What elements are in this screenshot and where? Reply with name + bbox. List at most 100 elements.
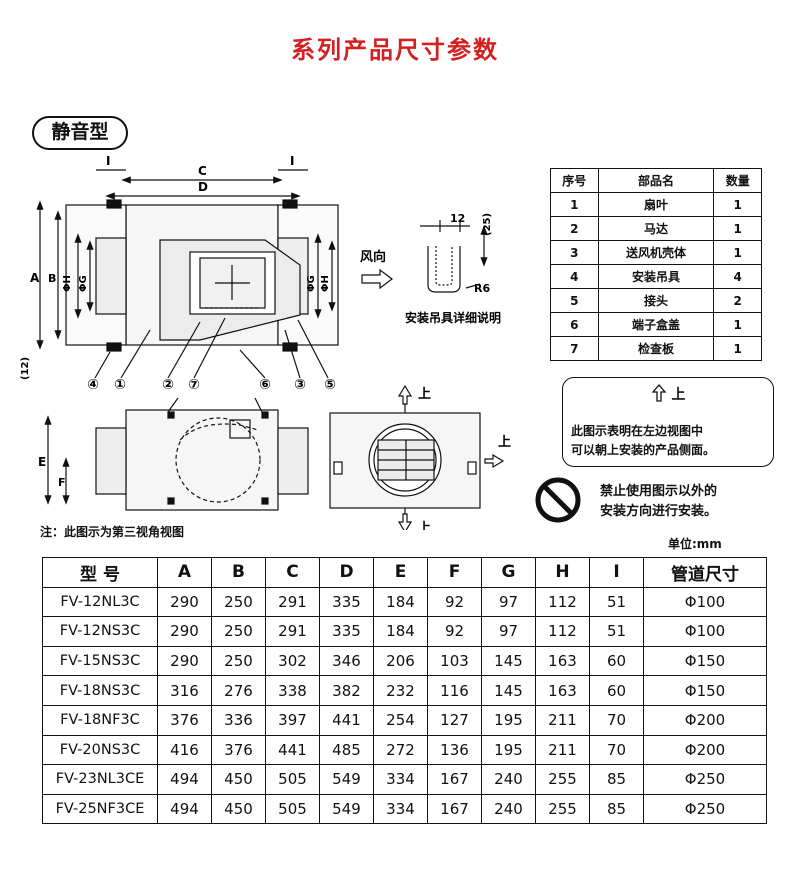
dimension-cell: 290	[157, 616, 212, 647]
pipe-size-cell: Φ250	[643, 793, 767, 825]
dimension-cell: 441	[265, 734, 320, 766]
dim-a-label: A	[30, 271, 40, 285]
parts-cell: 接头	[597, 288, 715, 313]
pipe-size-cell: Φ150	[643, 645, 767, 677]
dimension-cell: 316	[157, 675, 212, 706]
dimension-cell: 505	[265, 793, 320, 825]
dim-phi-g-left: ΦG	[78, 275, 89, 292]
parts-cell: 1	[713, 216, 762, 241]
parts-cell: 7	[550, 336, 599, 361]
dim-f-label: F	[58, 476, 66, 489]
dimension-cell: 335	[319, 616, 374, 647]
dimension-cell: 441	[319, 704, 374, 736]
dimension-cell: 336	[211, 704, 266, 736]
dimension-cell: 290	[157, 645, 212, 677]
dimension-cell: 272	[373, 734, 428, 766]
dimension-cell: 485	[319, 734, 374, 766]
parts-cell: 1	[550, 192, 599, 217]
parts-cell: 2	[550, 216, 599, 241]
side-view	[44, 397, 309, 511]
technical-drawing: C D I I A B ΦH ΦG ΦG ΦH (12) ④ ① ② ⑦ ⑥ ③…	[20, 154, 511, 530]
dimension-cell: 195	[481, 704, 536, 736]
parts-cell: 3	[550, 240, 599, 265]
pipe-size-cell: Φ100	[643, 616, 767, 647]
dimension-cell: 145	[481, 675, 536, 706]
pipe-size-cell: Φ250	[643, 764, 767, 795]
dimension-cell: 136	[427, 734, 482, 766]
dimension-cell: 346	[319, 645, 374, 677]
dimension-cell: 416	[157, 734, 212, 766]
prohibited-icon	[535, 477, 581, 523]
dimension-cell: 232	[373, 675, 428, 706]
up-arrow-top-icon	[397, 384, 413, 405]
dimension-cell: 255	[535, 793, 590, 825]
note-line-2: 可以朝上安装的产品侧面。	[571, 443, 716, 457]
dimension-cell: 112	[535, 616, 590, 647]
model-cell: FV-20NS3C	[42, 734, 158, 766]
dimension-cell: 112	[535, 586, 590, 618]
up-arrow-icon	[651, 384, 666, 402]
dimension-cell: 145	[481, 645, 536, 677]
dim-phi-g-right: ΦG	[306, 275, 317, 292]
model-cell: FV-18NS3C	[42, 675, 158, 706]
dimension-cell: 103	[427, 645, 482, 677]
up-label-top: 上	[418, 387, 431, 402]
dimension-cell: 549	[319, 793, 374, 825]
pipe-size-cell: Φ150	[643, 675, 767, 706]
dimension-cell: 127	[427, 704, 482, 736]
dim-i-left-label: I	[106, 154, 110, 168]
variant-badge: 静音型	[32, 116, 128, 150]
model-cell: FV-12NS3C	[42, 616, 158, 647]
parts-cell: 1	[713, 312, 762, 337]
dims-header-a: A	[157, 557, 212, 588]
dim-phi-h-right: ΦH	[320, 275, 331, 292]
parts-cell: 1	[713, 192, 762, 217]
dimension-cell: 240	[481, 793, 536, 825]
dim-i-right-label: I	[290, 154, 294, 168]
parts-table-header-row: 序号 部品名 数量	[550, 168, 762, 193]
pipe-size-cell: Φ200	[643, 704, 767, 736]
dimension-cell: 291	[265, 586, 320, 618]
note-up-label: 上	[671, 387, 686, 403]
dim-b-label: B	[48, 272, 56, 285]
dimension-cell: 549	[319, 764, 374, 795]
callout-4: ④	[87, 377, 99, 393]
dimension-cell: 335	[319, 586, 374, 618]
dimension-cell: 51	[589, 616, 644, 647]
up-label-right: 上	[498, 435, 511, 450]
dims-header-pipe: 管道尺寸	[643, 557, 767, 588]
parts-header-no: 序号	[550, 168, 599, 193]
dimension-cell: 51	[589, 586, 644, 618]
dimension-cell: 338	[265, 675, 320, 706]
up-arrow-bottom-icon	[397, 513, 413, 530]
dims-header-e: E	[373, 557, 428, 588]
top-view	[36, 169, 339, 379]
dimension-cell: 250	[211, 586, 266, 618]
dimension-cell: 70	[589, 734, 644, 766]
dimension-cell: 184	[373, 586, 428, 618]
dimension-cell: 116	[427, 675, 482, 706]
prohibition-line-2: 安装方向进行安装。	[600, 504, 718, 519]
dimension-cell: 70	[589, 704, 644, 736]
wind-direction-label: 风向	[360, 249, 386, 265]
model-cell: FV-15NS3C	[42, 645, 158, 677]
note-text: 此图示表明在左边视图中 可以朝上安装的产品侧面。	[571, 422, 771, 460]
parts-cell: 1	[713, 240, 762, 265]
dimension-cell: 291	[265, 616, 320, 647]
parts-cell: 2	[713, 288, 762, 313]
parts-cell: 6	[550, 312, 599, 337]
callout-7: ⑦	[188, 377, 200, 393]
front-view	[329, 402, 481, 518]
dimension-cell: 97	[481, 616, 536, 647]
dims-header-model: 型 号	[42, 557, 158, 588]
dimension-cell: 85	[589, 793, 644, 825]
